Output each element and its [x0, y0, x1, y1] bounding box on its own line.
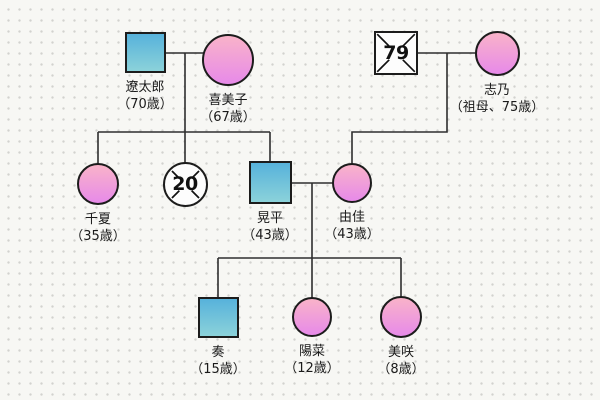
- person-node-kohei: [248, 160, 292, 204]
- person-label-kimiko: 喜美子 （67歳）: [200, 92, 256, 126]
- person-node-chinatsu: [77, 163, 119, 205]
- person-label-yuka: 由佳 （43歳）: [324, 209, 380, 243]
- person-name: 奏: [211, 344, 225, 360]
- person-node-misaki: [380, 296, 422, 338]
- person-node-yuka: [332, 163, 372, 203]
- person-age: （祖母、75歳）: [449, 99, 545, 115]
- person-age: （35歳）: [70, 229, 126, 244]
- person-node-hina: [292, 297, 332, 337]
- person-age: （43歳）: [242, 227, 298, 243]
- person-name: 陽菜: [298, 344, 326, 359]
- person-label-kohei: 晃平（43歳）: [242, 210, 298, 244]
- person-age: （67歳）: [200, 110, 256, 125]
- person-label-kanade: 奏（15歳）: [190, 344, 246, 378]
- descent-drop-79-shino-to-yuka: [351, 53, 448, 164]
- death-age-text: 20: [172, 172, 198, 195]
- person-node-kanade: [197, 296, 239, 338]
- person-age: （70歳）: [117, 96, 173, 112]
- person-label-misaki: 美咲 （8歳）: [377, 344, 424, 378]
- deceased-person-node-deceased-79: 79: [374, 31, 418, 75]
- person-name: 遼太郎: [125, 79, 165, 95]
- person-name: 千夏: [84, 212, 112, 227]
- person-label-hina: 陽菜 （12歳）: [284, 343, 340, 377]
- person-age: （43歳）: [324, 227, 380, 242]
- person-name: 美咲: [387, 345, 414, 360]
- person-label-chinatsu: 千夏 （35歳）: [70, 211, 126, 245]
- deceased-person-node-deceased-20: 20: [162, 161, 208, 207]
- person-node-kimiko: [202, 34, 254, 86]
- person-age: （15歳）: [190, 361, 246, 377]
- person-node-ryotaro: [124, 31, 166, 73]
- person-age: （8歳）: [377, 362, 425, 377]
- person-name: 喜美子: [208, 93, 248, 108]
- person-name: 晃平: [256, 210, 284, 226]
- person-label-shino: 志乃（祖母、75歳）: [450, 82, 545, 116]
- person-name: 志乃: [483, 82, 511, 98]
- person-node-shino: [474, 30, 520, 76]
- person-name: 由佳: [338, 210, 366, 225]
- person-age: （12歳）: [284, 361, 340, 376]
- person-label-ryotaro: 遼太郎（70歳）: [117, 79, 173, 113]
- death-age-text: 79: [383, 41, 409, 64]
